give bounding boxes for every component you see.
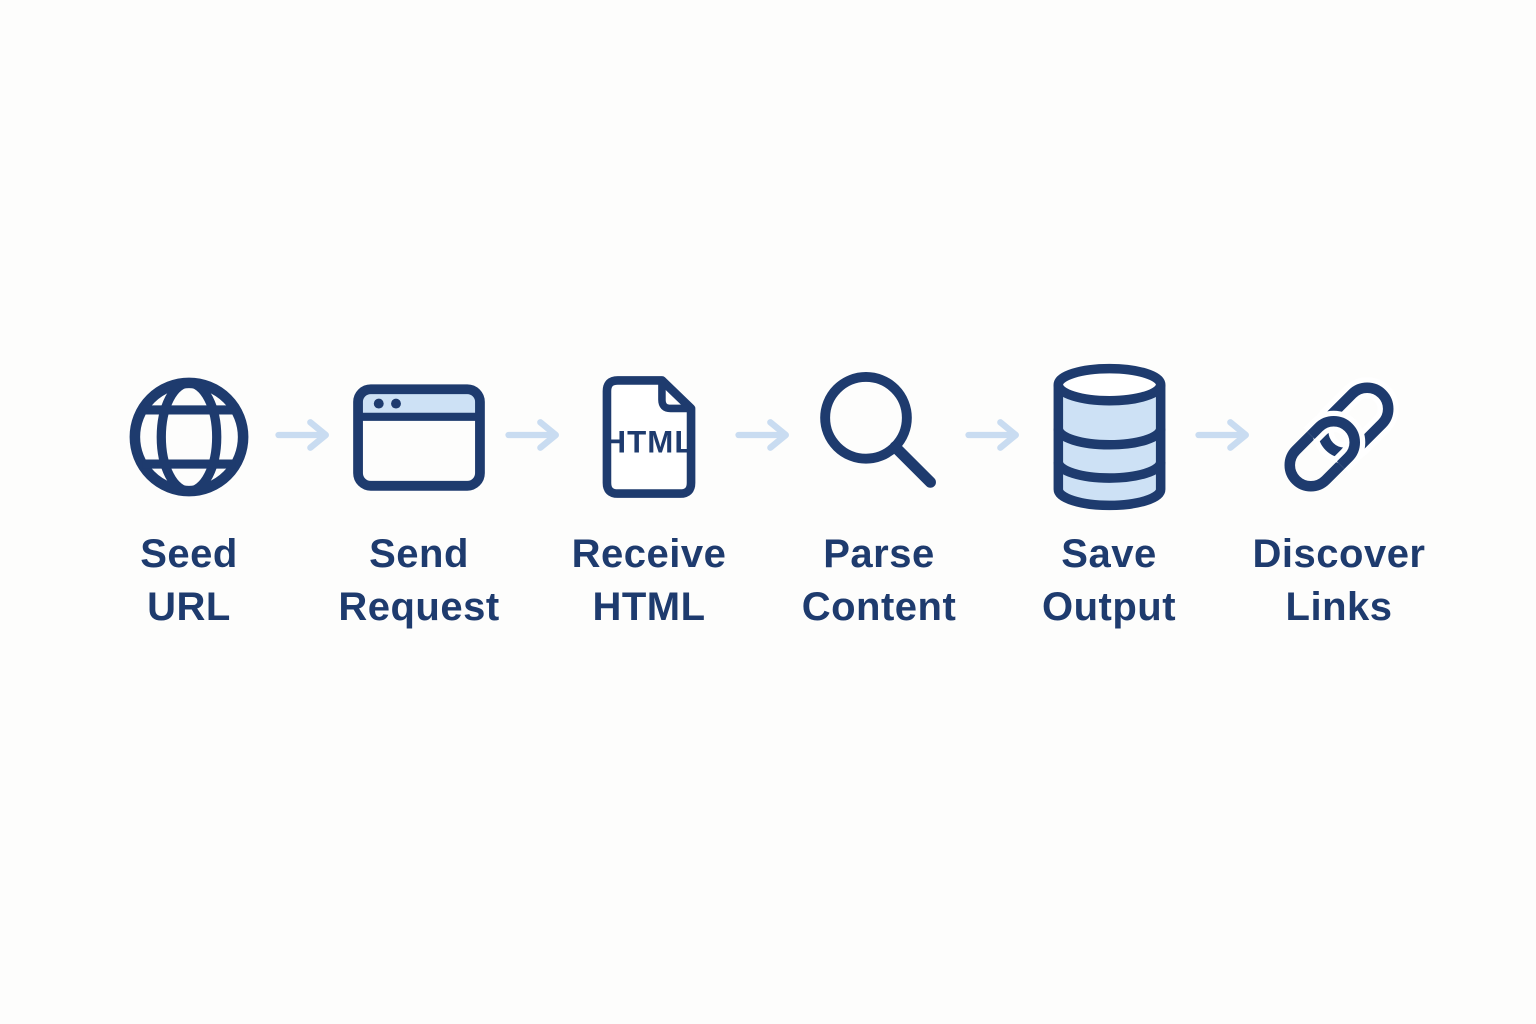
step-label-line2: Request [338,585,500,629]
database-icon [1050,362,1169,512]
step-label-line2: Output [1041,585,1177,629]
step-label-line1: Parse [823,532,935,576]
step-label: Parse Content [802,528,957,634]
step-discover-links: Discover Links [1253,362,1426,634]
step-label-line2: HTML [592,585,706,629]
magnifier-icon [814,362,944,512]
step-send-request: Send Request [334,362,504,634]
globe-icon [123,362,255,512]
step-label-line1: Save [1061,532,1157,576]
step-seed-url: Seed URL [104,362,274,634]
step-label-line2: URL [147,585,231,629]
step-label: Seed URL [140,528,238,634]
step-save-output: Save Output [1024,362,1194,634]
arrow-right-icon [964,413,1024,457]
arrow-right-icon [1194,413,1254,457]
chain-link-icon [1277,362,1401,512]
step-label: Discover Links [1253,528,1426,634]
html-document-icon: HTML [595,362,703,512]
step-label-line2: Content [801,585,957,629]
step-label-line1: Receive [571,532,727,576]
step-label: Receive HTML [572,528,727,634]
pipeline-row: Seed URL Send Re [0,362,1532,634]
step-label-line1: Seed [140,532,238,576]
step-label-line2: Links [1285,585,1393,629]
arrow-right-icon [734,413,794,457]
step-receive-html: HTML Receive HTML [564,362,734,634]
arrow-right-icon [504,413,564,457]
step-label: Save Output [1042,528,1176,634]
step-label-line1: Send [369,532,469,576]
step-label-line1: Discover [1252,532,1426,576]
step-label: Send Request [338,528,499,634]
browser-window-icon [350,362,488,512]
html-doc-text: HTML [603,425,694,460]
arrow-right-icon [274,413,334,457]
step-parse-content: Parse Content [794,362,964,634]
